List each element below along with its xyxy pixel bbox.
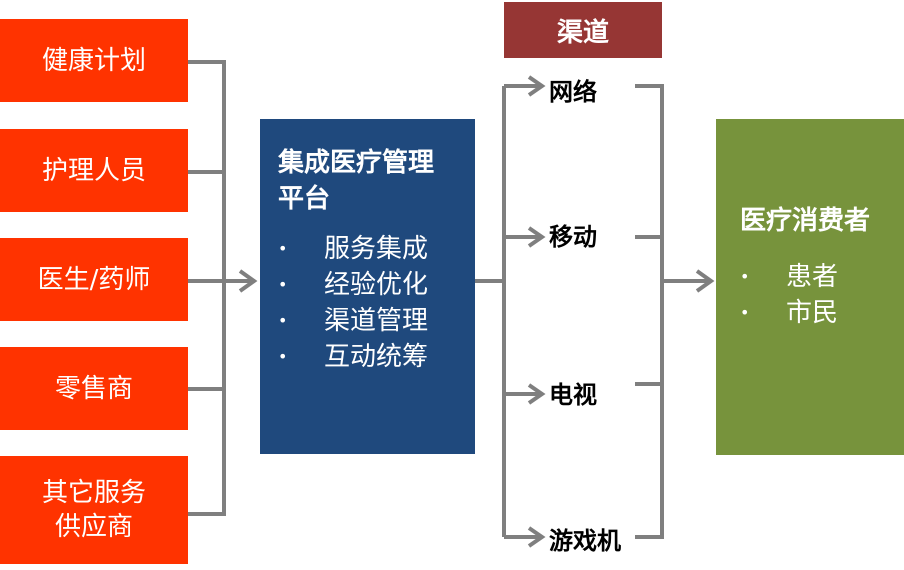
bullet-text: 互动统筹: [324, 342, 429, 372]
bullet-text: 市民: [786, 298, 839, 328]
bullet-text: 患者: [786, 262, 839, 292]
list-item: • 渠道管理: [278, 303, 459, 339]
channel-arrowhead-tv: [527, 383, 546, 405]
channel-arrowhead-network: [527, 75, 546, 97]
source-label: 医生/药师: [37, 264, 151, 295]
list-item: • 服务集成: [278, 231, 459, 267]
bullet-icon: •: [278, 311, 288, 330]
list-item: • 经验优化: [278, 267, 459, 303]
bullet-icon: •: [278, 275, 288, 294]
channel-arrowhead-games: [527, 526, 546, 548]
source-label: 零售商: [54, 373, 133, 404]
consumer-box: 医疗消费者 • 患者 • 市民: [716, 119, 904, 455]
platform-bullet-list: • 服务集成 • 经验优化 • 渠道管理 • 互动统筹: [278, 231, 459, 375]
channel-header-label: 渠道: [556, 17, 609, 48]
channel-label-mobile: 移动: [549, 223, 597, 251]
platform-box: 集成医疗管理 平台 • 服务集成 • 经验优化 • 渠道管理 • 互动统筹: [260, 119, 475, 454]
consumer-bullet-list: • 患者 • 市民: [740, 259, 904, 331]
channel-to-consumer-arrowhead: [695, 269, 715, 293]
channel-header: 渠道: [504, 2, 662, 58]
source-label: 其它服务 供应商: [41, 478, 146, 542]
channel-label-network: 网络: [549, 78, 597, 106]
source-to-platform-arrowhead: [238, 269, 258, 293]
channel-label-game-console: 游戏机: [549, 527, 621, 555]
source-bracket-line: [188, 60, 226, 516]
list-item: • 患者: [740, 259, 904, 295]
channel-label-tv: 电视: [549, 381, 597, 409]
source-box-retailer: 零售商: [0, 347, 188, 430]
bullet-icon: •: [278, 239, 288, 258]
bullet-icon: •: [278, 347, 288, 366]
platform-title: 集成医疗管理 平台: [278, 148, 435, 214]
source-box-doctor-pharmacist: 医生/药师: [0, 238, 188, 321]
bullet-text: 经验优化: [324, 270, 429, 300]
consumer-title: 医疗消费者: [740, 206, 871, 236]
bullet-text: 渠道管理: [324, 306, 429, 336]
list-item: • 互动统筹: [278, 339, 459, 375]
source-label: 健康计划: [41, 45, 146, 76]
bullet-icon: •: [740, 267, 750, 286]
channel-bracket-line: [635, 84, 664, 539]
channel-arrowhead-mobile: [527, 226, 546, 248]
source-box-other-providers: 其它服务 供应商: [0, 456, 188, 564]
source-box-health-plan: 健康计划: [0, 19, 188, 102]
source-box-nursing-staff: 护理人员: [0, 129, 188, 212]
list-item: • 市民: [740, 295, 904, 331]
source-label: 护理人员: [41, 155, 146, 186]
bullet-text: 服务集成: [324, 234, 429, 264]
bullet-icon: •: [740, 303, 750, 322]
